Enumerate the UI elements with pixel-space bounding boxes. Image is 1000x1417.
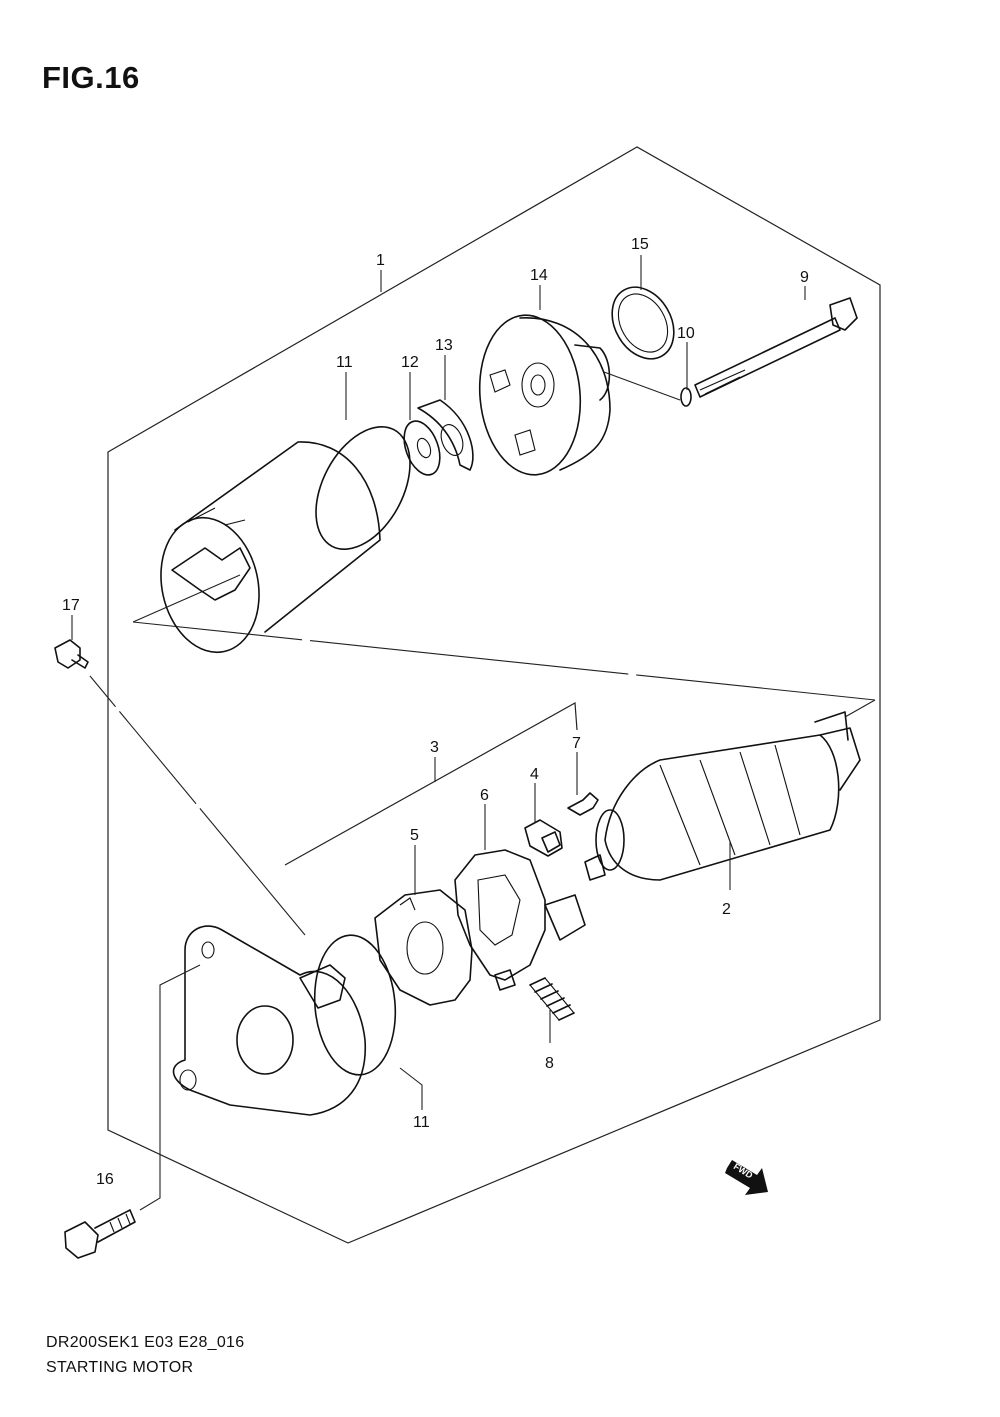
callout-5: 5 (410, 827, 419, 844)
plate-5 (374, 889, 473, 1006)
figure-title: FIG.16 (42, 60, 140, 95)
bolt-16-leader (139, 964, 201, 1211)
callout-8: 8 (545, 1055, 554, 1072)
armature-2 (584, 711, 861, 881)
callout-7: 7 (572, 735, 581, 752)
spring-8 (529, 977, 575, 1021)
callout-leaders (71, 255, 806, 1110)
screw-17 (54, 639, 89, 669)
axis-line-upper (132, 574, 241, 623)
o-ring-top (315, 425, 411, 551)
drawing-code: DR200SEK1 E03 E28_016 (46, 1334, 245, 1351)
assembly-frame (107, 146, 881, 1244)
washer-10 (680, 387, 692, 407)
callout-14: 14 (530, 267, 548, 284)
brush-holder-6 (454, 849, 586, 991)
callout-6: 6 (480, 787, 489, 804)
callout-16: 16 (96, 1171, 114, 1188)
callout-17: 17 (62, 597, 80, 614)
callout-4: 4 (530, 766, 539, 783)
axis-line-right (844, 699, 876, 718)
rear-housing-3 (172, 925, 366, 1116)
assembly-axis-line (132, 621, 876, 701)
subassembly-3-bracket (284, 702, 578, 866)
callout-11-top: 11 (336, 354, 353, 371)
callout-1: 1 (376, 252, 385, 269)
bolt-axis-leader (603, 371, 681, 401)
callout-13: 13 (435, 337, 453, 354)
callout-11-bottom: 11 (413, 1114, 430, 1131)
brush-4 (524, 819, 563, 857)
plate-13 (417, 399, 474, 471)
through-bolt-9 (694, 297, 858, 398)
fwd-arrow-icon: FWD (725, 1160, 768, 1195)
screw-7 (567, 792, 599, 816)
screw-17-leader (89, 675, 306, 936)
callout-15: 15 (631, 236, 649, 253)
diagram-name: STARTING MOTOR (46, 1359, 194, 1376)
callout-12: 12 (401, 354, 419, 371)
o-ring-15 (611, 286, 675, 360)
bolt-16 (64, 1209, 136, 1259)
callout-3: 3 (430, 739, 439, 756)
yoke-housing (160, 441, 381, 654)
callout-9: 9 (800, 269, 809, 286)
callout-2: 2 (722, 901, 731, 918)
end-cover-14 (478, 314, 611, 476)
washer-12 (403, 420, 441, 476)
callout-10: 10 (677, 325, 695, 342)
